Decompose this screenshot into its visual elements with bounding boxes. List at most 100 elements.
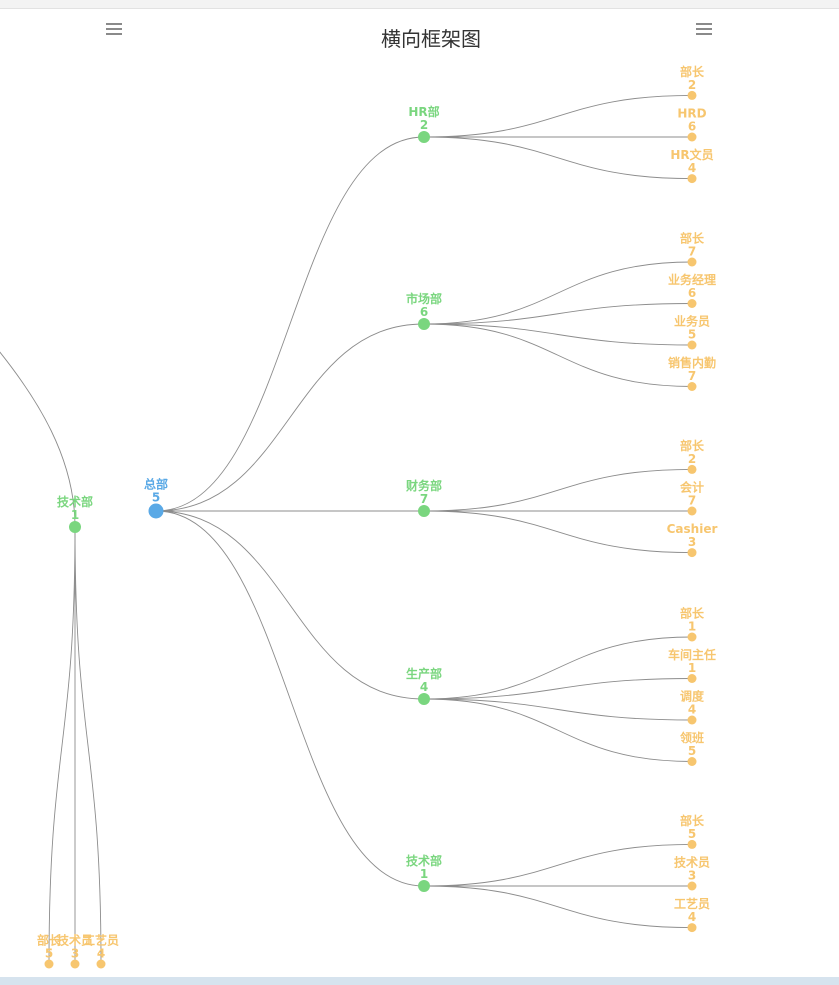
- tree-edge: [155, 510, 425, 887]
- leaf-node-value: 6: [688, 120, 696, 134]
- leaf-node-dot[interactable]: [687, 632, 697, 642]
- leaf-node-name: 技术员: [674, 855, 710, 870]
- leaf-node-name: 领班: [680, 730, 704, 745]
- tree-labels: 部长2HRD6HR文员4HR部2部长7业务经理6业务员5销售内勤7市场部6部长2…: [37, 64, 717, 961]
- dept-node-value: 2: [420, 118, 428, 132]
- leaf-node-value: 3: [71, 947, 79, 961]
- leaf-node-dot[interactable]: [44, 959, 54, 969]
- dept-node-value: 7: [420, 492, 428, 506]
- dept-node-dot[interactable]: [418, 505, 430, 517]
- leaf-node-value: 5: [688, 827, 696, 841]
- root-node-value: 5: [152, 491, 160, 505]
- leaf-node-dot[interactable]: [687, 715, 697, 725]
- tree-nodes: [44, 90, 697, 969]
- dept-node-name: 技术部: [57, 494, 93, 509]
- dept-node-dot[interactable]: [418, 131, 430, 143]
- tree-edge: [423, 843, 693, 887]
- leaf-node-name: 部长: [680, 813, 705, 828]
- dept-node-dot[interactable]: [418, 318, 430, 330]
- tree-edge: [423, 468, 693, 512]
- leaf-node-name: 调度: [680, 689, 705, 704]
- root-node-dot[interactable]: [148, 503, 164, 519]
- leaf-node-dot[interactable]: [96, 959, 106, 969]
- dept-node-value: 1: [420, 867, 428, 881]
- leaf-node-name: Cashier: [667, 522, 718, 536]
- tree-edge: [155, 510, 425, 700]
- dept-node-value: 4: [420, 680, 428, 694]
- tree-edge: [48, 526, 76, 965]
- tree-edge: [423, 303, 693, 325]
- tree-edge: [423, 636, 693, 700]
- leaf-node-dot[interactable]: [687, 839, 697, 849]
- leaf-node-dot[interactable]: [70, 959, 80, 969]
- leaf-node-value: 1: [688, 661, 696, 675]
- tree-edge: [423, 323, 693, 387]
- dept-node-dot[interactable]: [418, 693, 430, 705]
- bottom-window-bar: [0, 977, 839, 985]
- leaf-node-name: 工艺员: [83, 933, 119, 948]
- leaf-node-dot[interactable]: [687, 674, 697, 683]
- leaf-node-dot[interactable]: [687, 257, 697, 267]
- top-window-bar: [0, 0, 839, 9]
- leaf-node-dot[interactable]: [687, 506, 697, 516]
- leaf-node-name: 业务经理: [668, 272, 716, 287]
- leaf-node-dot[interactable]: [687, 464, 697, 474]
- tree-edge: [423, 136, 693, 180]
- leaf-node-dot[interactable]: [687, 299, 697, 308]
- menu-icon[interactable]: [696, 23, 712, 35]
- dept-node-value: 1: [71, 508, 79, 522]
- leaf-node-name: 会计: [680, 480, 704, 495]
- leaf-node-value: 4: [97, 947, 105, 961]
- leaf-node-value: 2: [688, 78, 696, 92]
- leaf-node-name: 部长: [680, 438, 705, 453]
- leaf-node-name: 技术员: [57, 933, 93, 948]
- leaf-node-dot[interactable]: [687, 923, 697, 933]
- leaf-node-dot[interactable]: [687, 382, 697, 391]
- dept-node-name: 财务部: [405, 478, 442, 493]
- leaf-node-value: 2: [688, 452, 696, 466]
- tree-edge: [423, 885, 693, 929]
- leaf-node-name: 部长: [37, 933, 62, 948]
- leaf-node-name: 部长: [680, 64, 705, 79]
- leaf-node-name: 部长: [680, 231, 705, 246]
- dept-node-dot[interactable]: [418, 880, 430, 892]
- leaf-node-value: 4: [688, 161, 696, 175]
- leaf-node-value: 1: [688, 620, 696, 634]
- tree-edge: [155, 136, 425, 512]
- leaf-node-value: 5: [45, 947, 53, 961]
- dept-node-name: HR部: [408, 104, 439, 119]
- tree-edge: [423, 698, 693, 762]
- tree-edge: [423, 678, 693, 700]
- leaf-node-name: HR文员: [670, 147, 713, 162]
- leaf-node-dot[interactable]: [687, 132, 697, 142]
- dept-node-value: 6: [420, 305, 428, 319]
- leaf-node-value: 7: [688, 245, 696, 259]
- leaf-node-value: 7: [688, 369, 696, 383]
- leaf-node-name: 销售内勤: [668, 355, 716, 370]
- tree-edge: [423, 261, 693, 325]
- tree-edge: [423, 323, 693, 346]
- leaf-node-name: 工艺员: [674, 896, 710, 911]
- menu-icon[interactable]: [106, 23, 122, 35]
- tree-edge: [155, 323, 425, 512]
- dept-node-name: 市场部: [406, 291, 442, 306]
- tree-edge: [0, 351, 76, 528]
- leaf-node-dot[interactable]: [687, 90, 697, 100]
- leaf-node-value: 4: [688, 703, 696, 717]
- leaf-node-value: 3: [688, 535, 696, 549]
- leaf-node-dot[interactable]: [687, 881, 697, 891]
- leaf-node-dot[interactable]: [687, 757, 697, 766]
- dept-node-name: 生产部: [406, 666, 442, 681]
- leaf-node-value: 3: [688, 869, 696, 883]
- tree-edge: [423, 698, 693, 721]
- chart-title: 横向框架图: [381, 27, 481, 51]
- leaf-node-dot[interactable]: [687, 340, 697, 350]
- leaf-node-dot[interactable]: [687, 174, 697, 184]
- dept-node-name: 技术部: [406, 853, 442, 868]
- leaf-node-value: 5: [688, 328, 696, 342]
- leaf-node-name: 部长: [680, 606, 705, 621]
- dept-node-dot[interactable]: [69, 521, 81, 533]
- leaf-node-value: 6: [688, 286, 696, 300]
- leaf-node-dot[interactable]: [687, 548, 697, 558]
